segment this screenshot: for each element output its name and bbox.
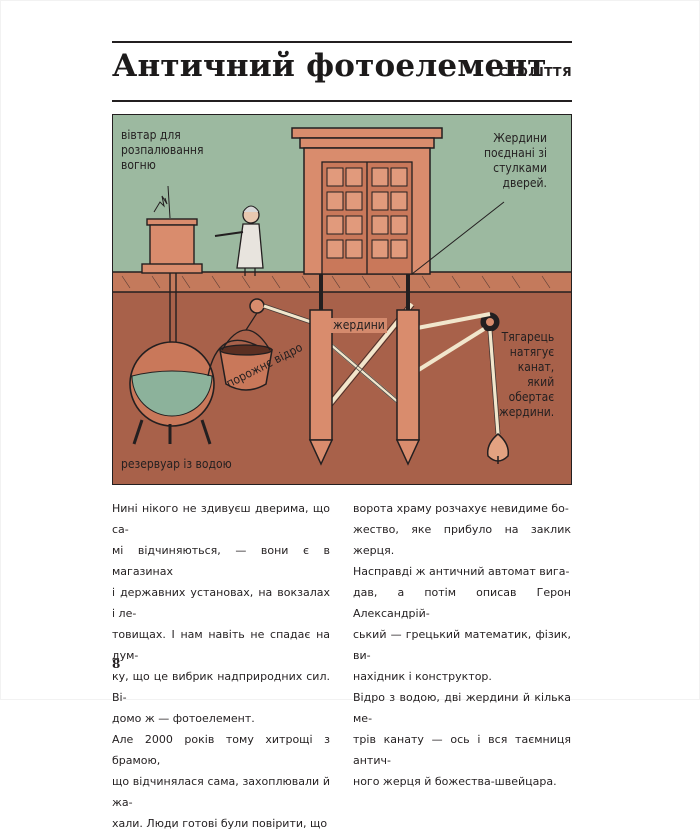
body-line: Насправді ж античний автомат вига-	[353, 565, 570, 578]
label-weight-line: жердини.	[499, 405, 555, 419]
label-weight-line: обертає	[508, 390, 555, 404]
pole-right	[395, 274, 421, 466]
page-number: 8	[112, 657, 121, 671]
label-weight-line: який	[527, 375, 555, 389]
label-poles-linked-line: стулками	[493, 161, 547, 175]
body-line: Нині нікого не здивуєш дверима, що са-	[112, 502, 330, 536]
body-line: дав, а потім описав Герон Александрій-	[353, 586, 571, 620]
label-poles-linked: Жердини поєднані зі стулками дверей.	[484, 131, 547, 191]
water-reservoir	[129, 341, 215, 445]
body-line: Але 2000 років тому хитрощі з брамою,	[112, 733, 330, 767]
pole-left	[308, 274, 334, 466]
altar	[141, 195, 203, 274]
body-line: нахідник і конструктор.	[353, 670, 492, 683]
illustration	[112, 114, 572, 485]
body-line: Відро з водою, дві жердини й кілька ме-	[353, 691, 571, 725]
empty-bucket	[219, 329, 273, 391]
label-altar-line: вівтар для	[121, 128, 181, 142]
floor-slab	[112, 271, 572, 293]
body-line: хали. Люди готові були повірити, що	[112, 817, 328, 830]
body-column-right: ворота храму розчахує невидиме бо- жеств…	[353, 498, 571, 792]
body-line: жество, яке прибуло на заклик жерця.	[353, 523, 571, 557]
altar-label-leader	[167, 185, 171, 219]
body-line: ський — грецький математик, фізик, ви-	[353, 628, 571, 662]
label-reservoir: резервуар із водою	[121, 457, 232, 471]
label-weight-line: Тягарець	[501, 330, 555, 344]
label-weight-line: натягує	[509, 345, 555, 359]
body-line: ку, що це вибрик надприродних сил. Ві-	[112, 670, 330, 704]
body-line: що відчинялася сама, захоплювали й жа-	[112, 775, 330, 809]
body-line: ного жерця й божества-швейцара.	[353, 775, 557, 788]
label-weight: Тягарець натягує канат, який обертає жер…	[499, 330, 554, 420]
body-line: і державних установах, на вокзалах і ле-	[112, 586, 330, 620]
header-bottom-rule	[112, 100, 572, 102]
page-title: Античний фотоелемент	[112, 48, 547, 84]
body-column-left: Нині нікого не здивуєш дверима, що са- м…	[112, 498, 330, 834]
label-poles: жердини	[331, 318, 387, 333]
century-label: І СТОЛІТТЯ	[488, 64, 572, 79]
label-altar: вівтар для розпалювання вогню	[121, 128, 203, 173]
label-altar-line: вогню	[121, 158, 156, 172]
illustration-frame	[112, 114, 572, 485]
priest-figure	[214, 205, 264, 276]
label-poles-linked-line: дверей.	[502, 176, 547, 190]
body-line: домо ж — фотоелемент.	[112, 712, 255, 725]
label-weight-line: канат,	[517, 360, 555, 374]
pulley-left	[249, 298, 265, 314]
counterweight	[486, 433, 510, 464]
header-top-rule	[112, 41, 572, 43]
label-altar-line: розпалювання	[121, 143, 204, 157]
temple-doors	[291, 127, 443, 275]
body-line: ворота храму розчахує невидиме бо-	[353, 502, 569, 515]
label-poles-linked-line: Жердини	[493, 131, 547, 145]
body-line: трів канату — ось і вся таємниця антич-	[353, 733, 571, 767]
body-line: товищах. І нам навіть не спадає на дум-	[112, 628, 330, 662]
body-line: мі відчиняються, — вони є в магазинах	[112, 544, 330, 578]
label-poles-linked-line: поєднані зі	[484, 146, 547, 160]
poles-label-leader	[411, 201, 505, 275]
